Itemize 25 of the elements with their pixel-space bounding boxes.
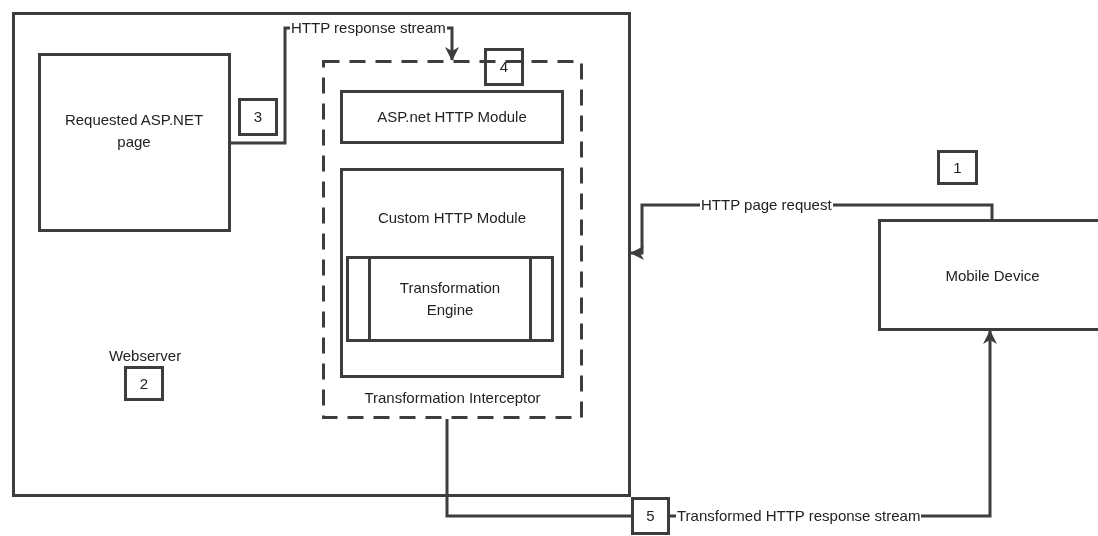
callout-number [937,150,978,185]
page-box [38,53,231,232]
interceptor-box [322,60,583,419]
custom-module-box [340,168,564,378]
callout-number: 5 [645,506,656,526]
node-label: Webserver [107,346,183,366]
callout-number [631,497,670,535]
callout-number: 1 [952,157,963,178]
node-label: Requested ASP.NET page [63,110,205,152]
webserver-box [12,12,631,497]
node-label: Custom HTTP Module [376,208,528,228]
callout-number: 2 [138,373,150,394]
node-label: Transformation Engine [398,278,502,320]
engine-box [346,256,554,342]
node-label: Mobile Device [944,266,1041,286]
node-label: ASP.net HTTP Module [376,107,528,127]
edge-label: Transformed HTTP response stream [676,507,922,525]
callout-number [484,48,524,86]
callout-number: 4 [498,57,510,77]
device-box [878,219,1098,331]
module-box [340,90,564,144]
callout-number [124,366,164,401]
node-label: Transformation Interceptor [363,388,542,408]
callout-number [238,98,278,136]
callout-number: 3 [252,107,264,127]
